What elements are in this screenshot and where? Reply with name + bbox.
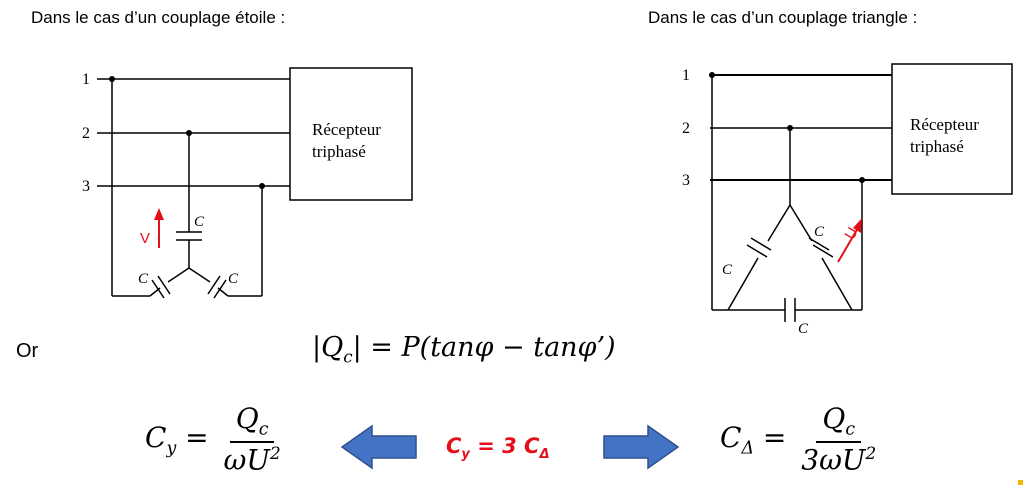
delta-cap-label-left: C: [722, 262, 733, 278]
capacitance-relation: Cy = 3 CΔ: [446, 434, 550, 463]
star-voltage-label: V: [140, 230, 150, 247]
delta-line-label-2: 2: [682, 120, 690, 137]
reactive-power-formula: |Qc| = P(tanφ − tanφ’): [312, 332, 616, 367]
star-line-label-1: 1: [82, 71, 90, 88]
delta-receiver-box: [891, 63, 1013, 195]
or-label: Or: [16, 340, 39, 362]
star-receiver-box: [289, 67, 413, 201]
delta-cap-label-bottom: C: [798, 321, 809, 337]
star-receiver-label-2: triphasé: [312, 142, 366, 161]
delta-cap-label-right: C: [814, 224, 825, 240]
left-arrow-icon: [340, 424, 417, 470]
corner-marker: [1018, 480, 1023, 485]
heading-delta-coupling: Dans le cas d’un couplage triangle :: [648, 8, 918, 27]
delta-receiver-label-1: Récepteur: [910, 115, 979, 134]
star-cap-label-left: C: [138, 271, 149, 287]
star-cap-label-right: C: [228, 271, 239, 287]
heading-star-coupling: Dans le cas d’un couplage étoile :: [31, 8, 286, 27]
star-cap-label-top: C: [194, 214, 205, 230]
star-receiver-label-1: Récepteur: [312, 120, 381, 139]
delta-line-label-1: 1: [682, 67, 690, 84]
delta-line-label-3: 3: [682, 172, 690, 189]
star-line-label-3: 3: [82, 178, 90, 195]
delta-receiver-label-2: triphasé: [910, 137, 964, 156]
star-line-label-2: 2: [82, 125, 90, 142]
right-arrow-icon: [603, 424, 680, 470]
